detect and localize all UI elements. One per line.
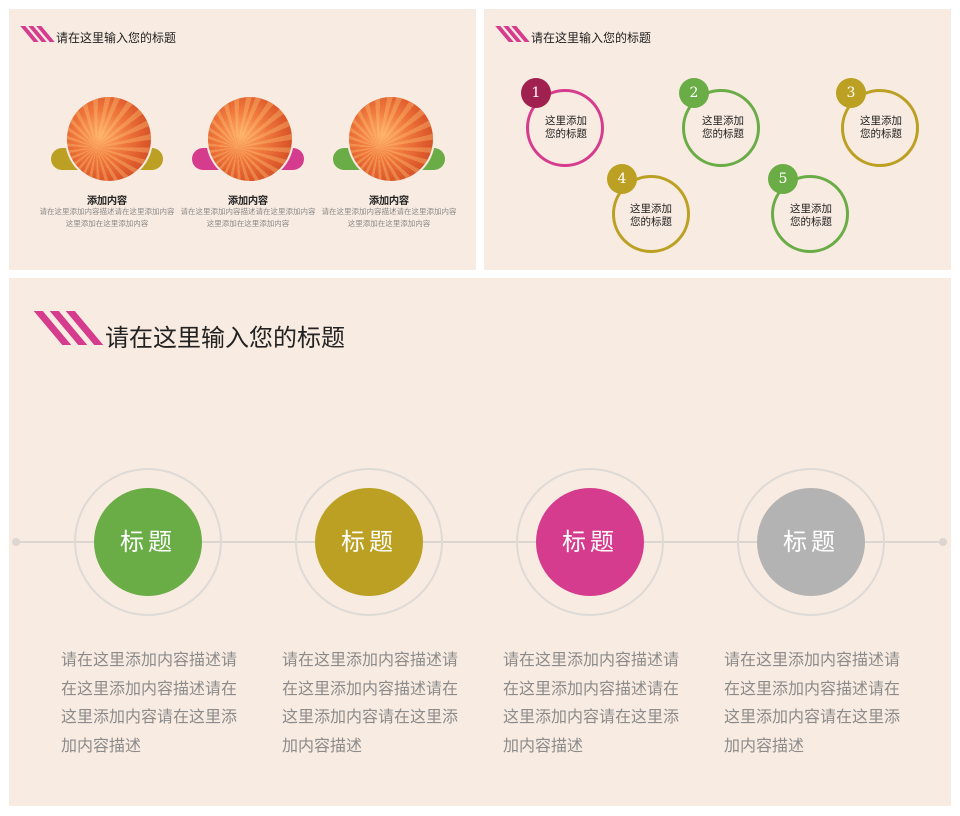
- slide-title: 请在这里输入您的标题: [105, 324, 345, 352]
- card-description: 请在这里添加内容描述请在这里添加内容这里添加在这里添加内容: [180, 207, 316, 228]
- step-description: 请在这里添加内容描述请在这里添加内容描述请在这里添加内容请在这里添加内容描述: [282, 650, 459, 755]
- step-ring: [841, 89, 919, 167]
- step-number-badge: 1: [521, 78, 551, 108]
- step-number-badge: 3: [836, 78, 866, 108]
- step-description: 请在这里添加内容描述请在这里添加内容描述请在这里添加内容请在这里添加内容描述: [61, 650, 238, 755]
- flower-image: [65, 95, 153, 183]
- slide-1[interactable]: 请在这里输入您的标题 添加内容 请在这里添加内容描述请在这里添加内容这里添加在这…: [9, 9, 476, 270]
- slide-title: 请在这里输入您的标题: [56, 31, 177, 45]
- card-title: 添加内容: [228, 196, 268, 207]
- timeline-connector: [16, 541, 946, 543]
- step-number-badge: 4: [607, 164, 637, 194]
- timeline-end-dot: [939, 538, 947, 546]
- slide-2[interactable]: 请在这里输入您的标题 1 这里添加您的标题 2 这里添加您的标题 3 这里添加您…: [484, 9, 951, 270]
- step-circle: 标题: [757, 488, 865, 596]
- card-description: 请在这里添加内容描述请在这里添加内容这里添加在这里添加内容: [321, 207, 457, 228]
- step-text: 这里添加您的标题: [860, 115, 902, 140]
- slide-3[interactable]: 请在这里输入您的标题 标题 请在这里添加内容描述请在这里添加内容描述请在这里添加…: [9, 278, 951, 806]
- stripes-logo-icon: [495, 26, 530, 44]
- card-title: 添加内容: [87, 196, 127, 207]
- flower-image: [206, 95, 294, 183]
- step-description: 请在这里添加内容描述请在这里添加内容描述请在这里添加内容请在这里添加内容描述: [503, 650, 680, 755]
- step-number-badge: 2: [679, 78, 709, 108]
- step-description: 请在这里添加内容描述请在这里添加内容描述请在这里添加内容请在这里添加内容描述: [724, 650, 901, 755]
- step-circle: 标题: [536, 488, 644, 596]
- step-text: 这里添加您的标题: [702, 115, 744, 140]
- step-ring: [682, 89, 760, 167]
- step-ring: [612, 175, 690, 253]
- step-circle: 标题: [94, 488, 202, 596]
- step-text: 这里添加您的标题: [630, 203, 672, 228]
- stripes-logo-icon: [20, 26, 55, 44]
- step-number-badge: 5: [768, 164, 798, 194]
- card-description: 请在这里添加内容描述请在这里添加内容这里添加在这里添加内容: [39, 207, 175, 228]
- step-text: 这里添加您的标题: [790, 203, 832, 228]
- flower-image: [347, 95, 435, 183]
- slide-title: 请在这里输入您的标题: [531, 31, 652, 45]
- step-circle: 标题: [315, 488, 423, 596]
- step-ring: [526, 89, 604, 167]
- step-text: 这里添加您的标题: [545, 115, 587, 140]
- card-title: 添加内容: [369, 196, 409, 207]
- step-ring: [771, 175, 849, 253]
- stripes-logo-icon: [33, 311, 104, 349]
